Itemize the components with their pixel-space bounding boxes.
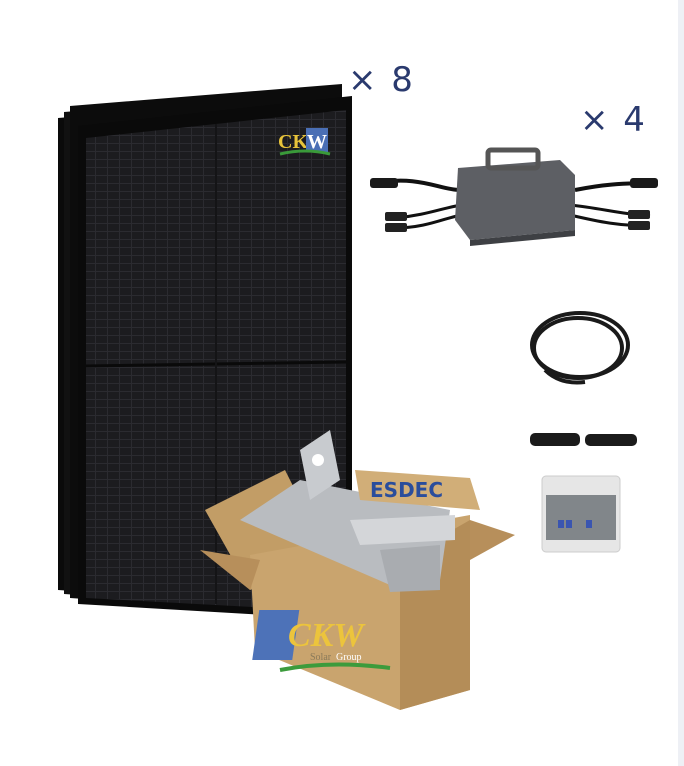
box-logo: CKW Solar Group xyxy=(252,610,391,672)
inverter-quantity: × 4 xyxy=(580,100,647,140)
svg-text:CK: CK xyxy=(278,131,308,153)
mc4-connectors xyxy=(530,433,637,446)
panel-logo: CK W xyxy=(278,128,331,156)
svg-text:CKW: CKW xyxy=(288,617,366,654)
svg-text:Solar: Solar xyxy=(310,652,332,663)
esdec-label: ESDEC xyxy=(370,478,443,502)
mounting-kit-box: ESDEC CKW Solar Group xyxy=(200,430,515,710)
distribution-box xyxy=(541,475,621,553)
cable-coil xyxy=(530,311,630,385)
panel-quantity: × 8 xyxy=(348,60,415,100)
svg-text:Group: Group xyxy=(336,652,362,663)
svg-text:W: W xyxy=(307,131,327,153)
page-edge xyxy=(678,0,684,766)
microinverter xyxy=(370,147,658,246)
